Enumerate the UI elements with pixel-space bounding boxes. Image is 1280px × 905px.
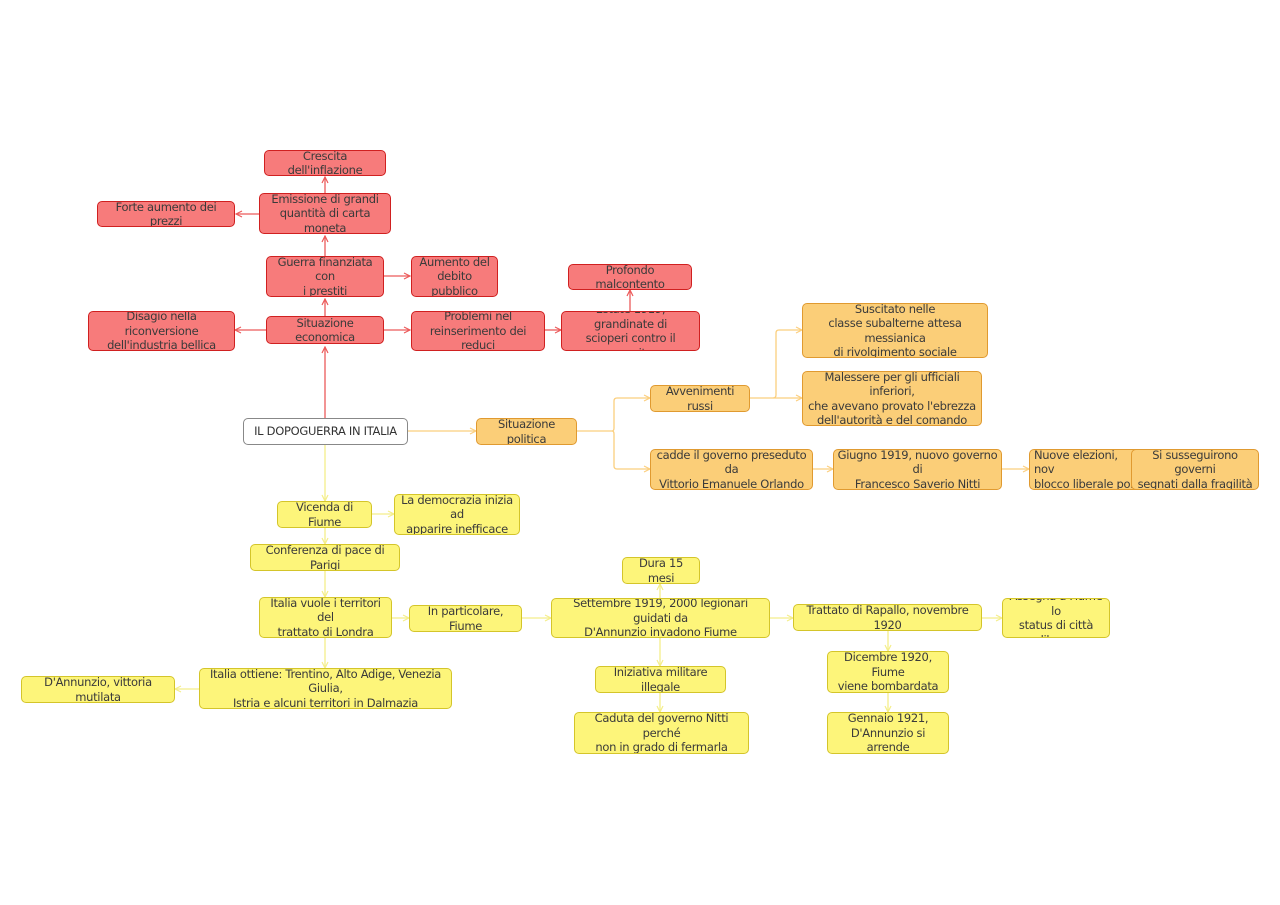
node-conferenza[interactable]: Conferenza di pace di Parigi (250, 544, 400, 571)
node-dura-15-mesi[interactable]: Dura 15 mesi (622, 557, 700, 584)
node-italia-ottiene[interactable]: Italia ottiene: Trentino, Alto Adige, Ve… (199, 668, 452, 709)
node-vicenda-fiume[interactable]: Vicenda di Fiume (277, 501, 372, 528)
node-disagio[interactable]: Disagio nella riconversione dell'industr… (88, 311, 235, 351)
node-caduta-nitti[interactable]: Caduta del governo Nitti perché non in g… (574, 712, 749, 754)
node-in-particolare[interactable]: In particolare, Fiume (409, 605, 522, 632)
node-malessere[interactable]: Malessere per gli ufficiali inferiori, c… (802, 371, 982, 426)
node-vittoria-mutilata[interactable]: D'Annunzio, vittoria mutilata (21, 676, 175, 703)
node-forte-aumento[interactable]: Forte aumento dei prezzi (97, 201, 235, 227)
link-politica-russi (577, 398, 650, 432)
node-trattato-rapallo[interactable]: Trattato di Rapallo, novembre 1920 (793, 604, 982, 631)
node-italia-vuole[interactable]: Italia vuole i territori del trattato di… (259, 597, 392, 638)
node-giugno-1919[interactable]: Giugno 1919, nuovo governo di Francesco … (833, 449, 1002, 490)
root-topic[interactable]: IL DOPOGUERRA IN ITALIA (243, 418, 408, 445)
node-nuove-elezioni[interactable]: Nuove elezioni, nov blocco liberale poli (1029, 449, 1141, 490)
node-situazione-economica[interactable]: Situazione economica (266, 316, 384, 344)
node-assegna-fiume[interactable]: Assegna a Fiume lo status di città liber… (1002, 598, 1110, 638)
node-avvenimenti-russi[interactable]: Avvenimenti russi (650, 385, 750, 412)
link-politica-governo (611, 430, 650, 469)
node-aumento-debito[interactable]: Aumento del debito pubblico (411, 256, 498, 297)
node-emissione[interactable]: Emissione di grandi quantità di carta mo… (259, 193, 391, 234)
node-estate-1919[interactable]: Estate 1919, grandinate di scioperi cont… (561, 311, 700, 351)
node-suscitato[interactable]: Suscitato nelle classe subalterne attesa… (802, 303, 988, 358)
node-democrazia[interactable]: La democrazia inizia ad apparire ineffic… (394, 494, 520, 535)
node-dicembre-1920[interactable]: Dicembre 1920, Fiume viene bombardata (827, 651, 949, 693)
node-problemi-reduci[interactable]: Problemi nel reinserimento dei reduci (411, 311, 545, 351)
node-situazione-politica[interactable]: Situazione politica (476, 418, 577, 445)
node-iniziativa-militare[interactable]: Iniziativa militare illegale (595, 666, 726, 693)
node-crescita-inflazione[interactable]: Crescita dell'inflazione (264, 150, 386, 176)
link-russi-suscitato (750, 330, 802, 399)
node-settembre-1919[interactable]: Settembre 1919, 2000 legionari guidati d… (551, 598, 770, 638)
node-profondo-malcontento[interactable]: Profondo malcontento (568, 264, 692, 290)
node-guerra-finanziata[interactable]: Guerra finanziata con i prestiti (266, 256, 384, 297)
node-cadde-governo[interactable]: cadde il governo preseduto da Vittorio E… (650, 449, 813, 490)
node-si-susseguirono[interactable]: Si susseguirono governi segnati dalla fr… (1131, 449, 1259, 490)
node-gennaio-1921[interactable]: Gennaio 1921, D'Annunzio si arrende (827, 712, 949, 754)
